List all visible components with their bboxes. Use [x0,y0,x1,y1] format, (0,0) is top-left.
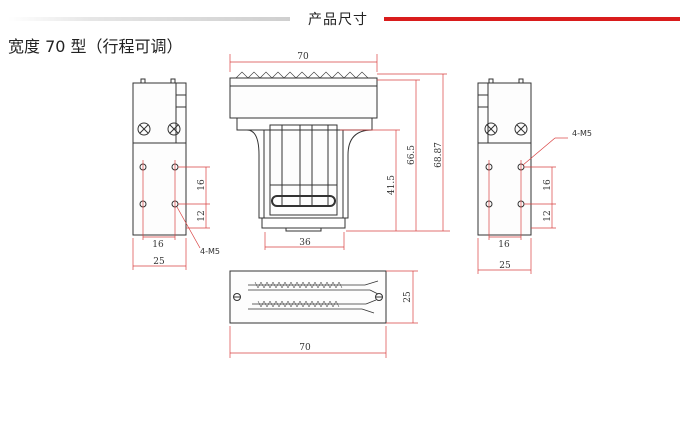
right-dim-v12: 12 [543,210,553,221]
left-side-view [132,78,187,236]
right-hole-label: 4-M5 [572,129,592,138]
front-dimensions [229,54,450,250]
front-dim-h-body: 66.5 [407,145,417,165]
right-dim-v16: 16 [543,179,553,191]
top-view [229,270,387,324]
section-title: 产品尺寸 [308,12,368,28]
front-dim-h-open: 41.5 [387,175,397,195]
left-dim-h16: 16 [152,240,164,250]
right-dim-h16: 16 [498,240,510,250]
top-dim-depth: 25 [403,291,413,303]
left-side-dimensions [132,160,210,270]
top-dim-width: 70 [299,343,311,353]
top-dimensions [229,270,418,358]
right-dim-w25: 25 [499,261,511,271]
left-dim-v16: 16 [197,179,207,191]
left-hole-label: 4-M5 [200,247,220,256]
front-dim-inner: 36 [299,238,311,248]
right-side-dimensions [477,137,568,274]
model-title: 宽度 70 型（行程可调） [8,37,183,56]
right-side-view [477,78,532,236]
front-dim-h-total: 68.87 [434,142,444,168]
left-dim-v12: 12 [197,210,207,221]
header-rule-left [8,17,290,21]
left-dim-w25: 25 [153,257,165,267]
front-dim-width: 70 [297,52,309,62]
front-view [229,71,378,232]
header-rule-right [384,17,680,21]
